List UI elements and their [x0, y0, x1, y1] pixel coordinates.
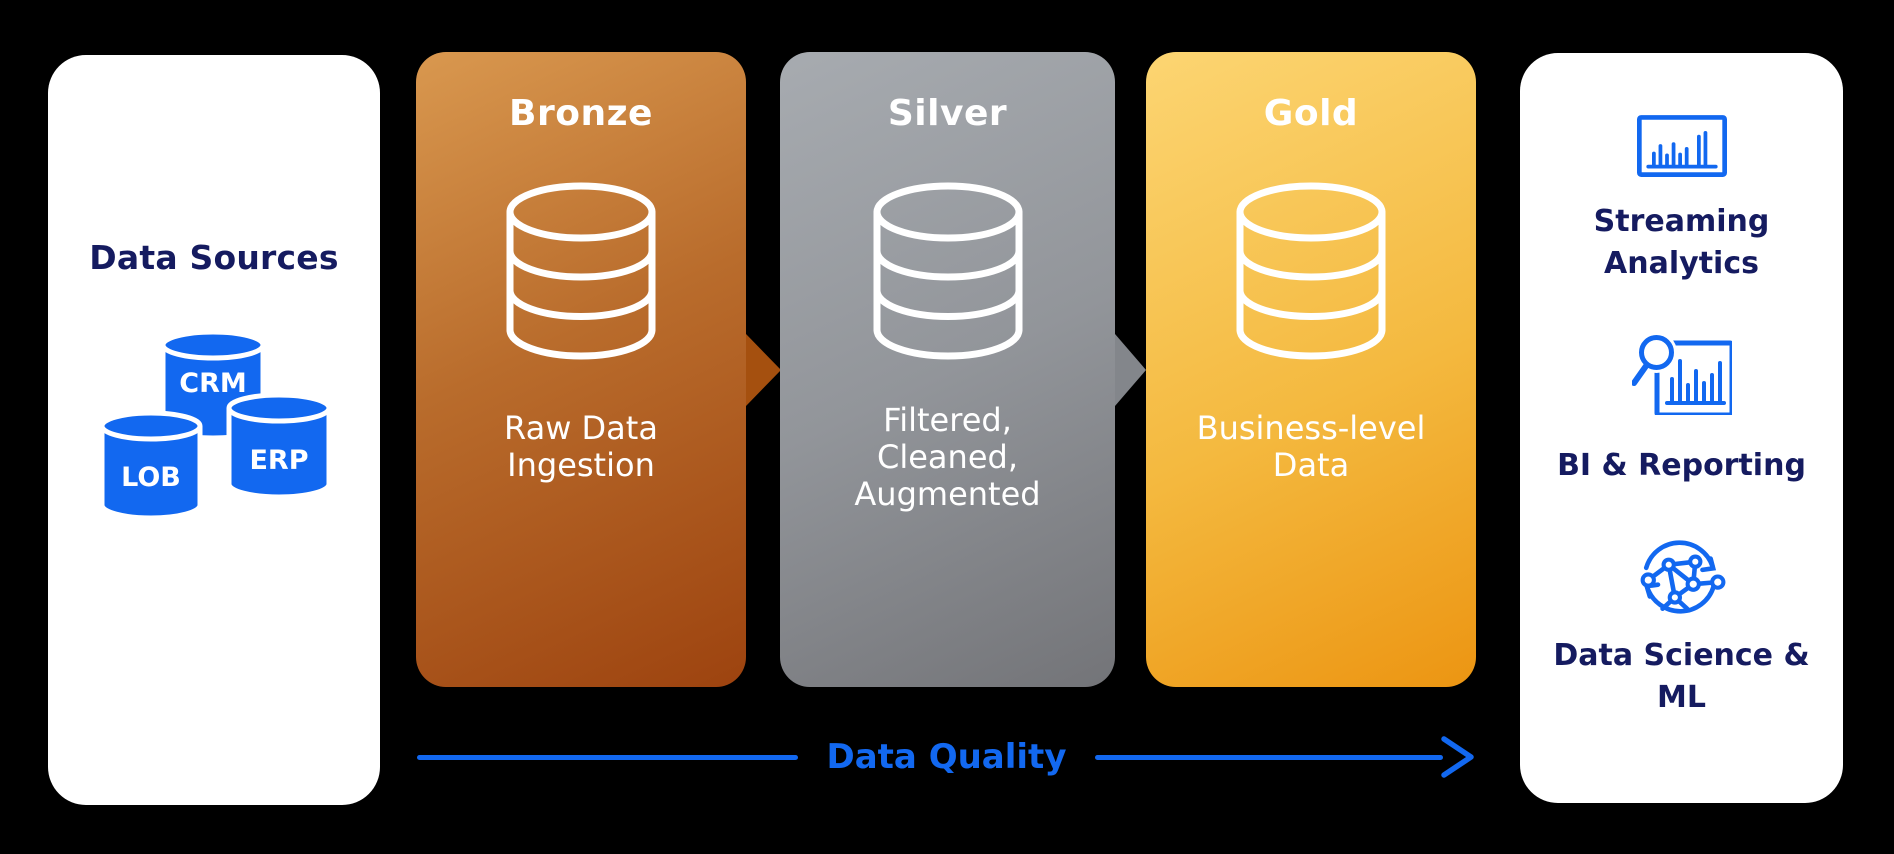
stage-gold: Gold Business-level Data: [1146, 52, 1476, 687]
bronze-description: Raw Data Ingestion: [504, 409, 658, 484]
bronze-title: Bronze: [509, 93, 653, 134]
bronze-arrow-tab: [746, 333, 781, 406]
gold-title: Gold: [1263, 93, 1359, 134]
database-icon: [1236, 182, 1386, 360]
source-databases-icon: CRM ERP LOB: [99, 329, 332, 521]
silver-title: Silver: [887, 93, 1008, 134]
erp-label: ERP: [249, 445, 308, 476]
data-sources-panel: Data Sources CRM ERP LOB: [48, 55, 380, 805]
magnifier-handle: [1631, 363, 1649, 386]
lob-database-icon: LOB: [99, 410, 203, 521]
stage-bronze: Bronze Raw Data Ingestion: [416, 52, 781, 687]
bar-chart-icon: [1636, 115, 1727, 177]
crm-label: CRM: [179, 368, 246, 399]
data-quality-line-left: [417, 755, 798, 760]
bi-reporting-label: BI & Reporting: [1557, 448, 1806, 483]
lob-label: LOB: [121, 462, 181, 493]
ml-network-icon: [1640, 540, 1725, 614]
data-science-ml-label: Data Science & ML: [1553, 638, 1810, 715]
database-icon: [506, 182, 656, 360]
stage-silver: Silver Filtered, Cleaned, Augmented: [780, 52, 1146, 687]
data-sources-title: Data Sources: [89, 238, 339, 277]
database-icon: [873, 182, 1022, 360]
gold-description: Business-level Data: [1196, 409, 1426, 484]
silver-description: Filtered, Cleaned, Augmented: [854, 401, 1041, 513]
silver-arrow-tab: [1115, 333, 1146, 406]
data-quality-label: Data Quality: [826, 737, 1067, 777]
crm-database-icon: CRM: [160, 329, 266, 441]
arrow-head-icon: [1441, 736, 1474, 778]
magnifier-chart-icon: [1631, 335, 1732, 415]
data-quality-line-right: [1095, 755, 1443, 760]
outputs-panel: Streaming Analytics BI & Reporting: [1520, 53, 1843, 803]
streaming-analytics-label: Streaming Analytics: [1593, 204, 1770, 281]
erp-database-icon: ERP: [226, 392, 332, 500]
